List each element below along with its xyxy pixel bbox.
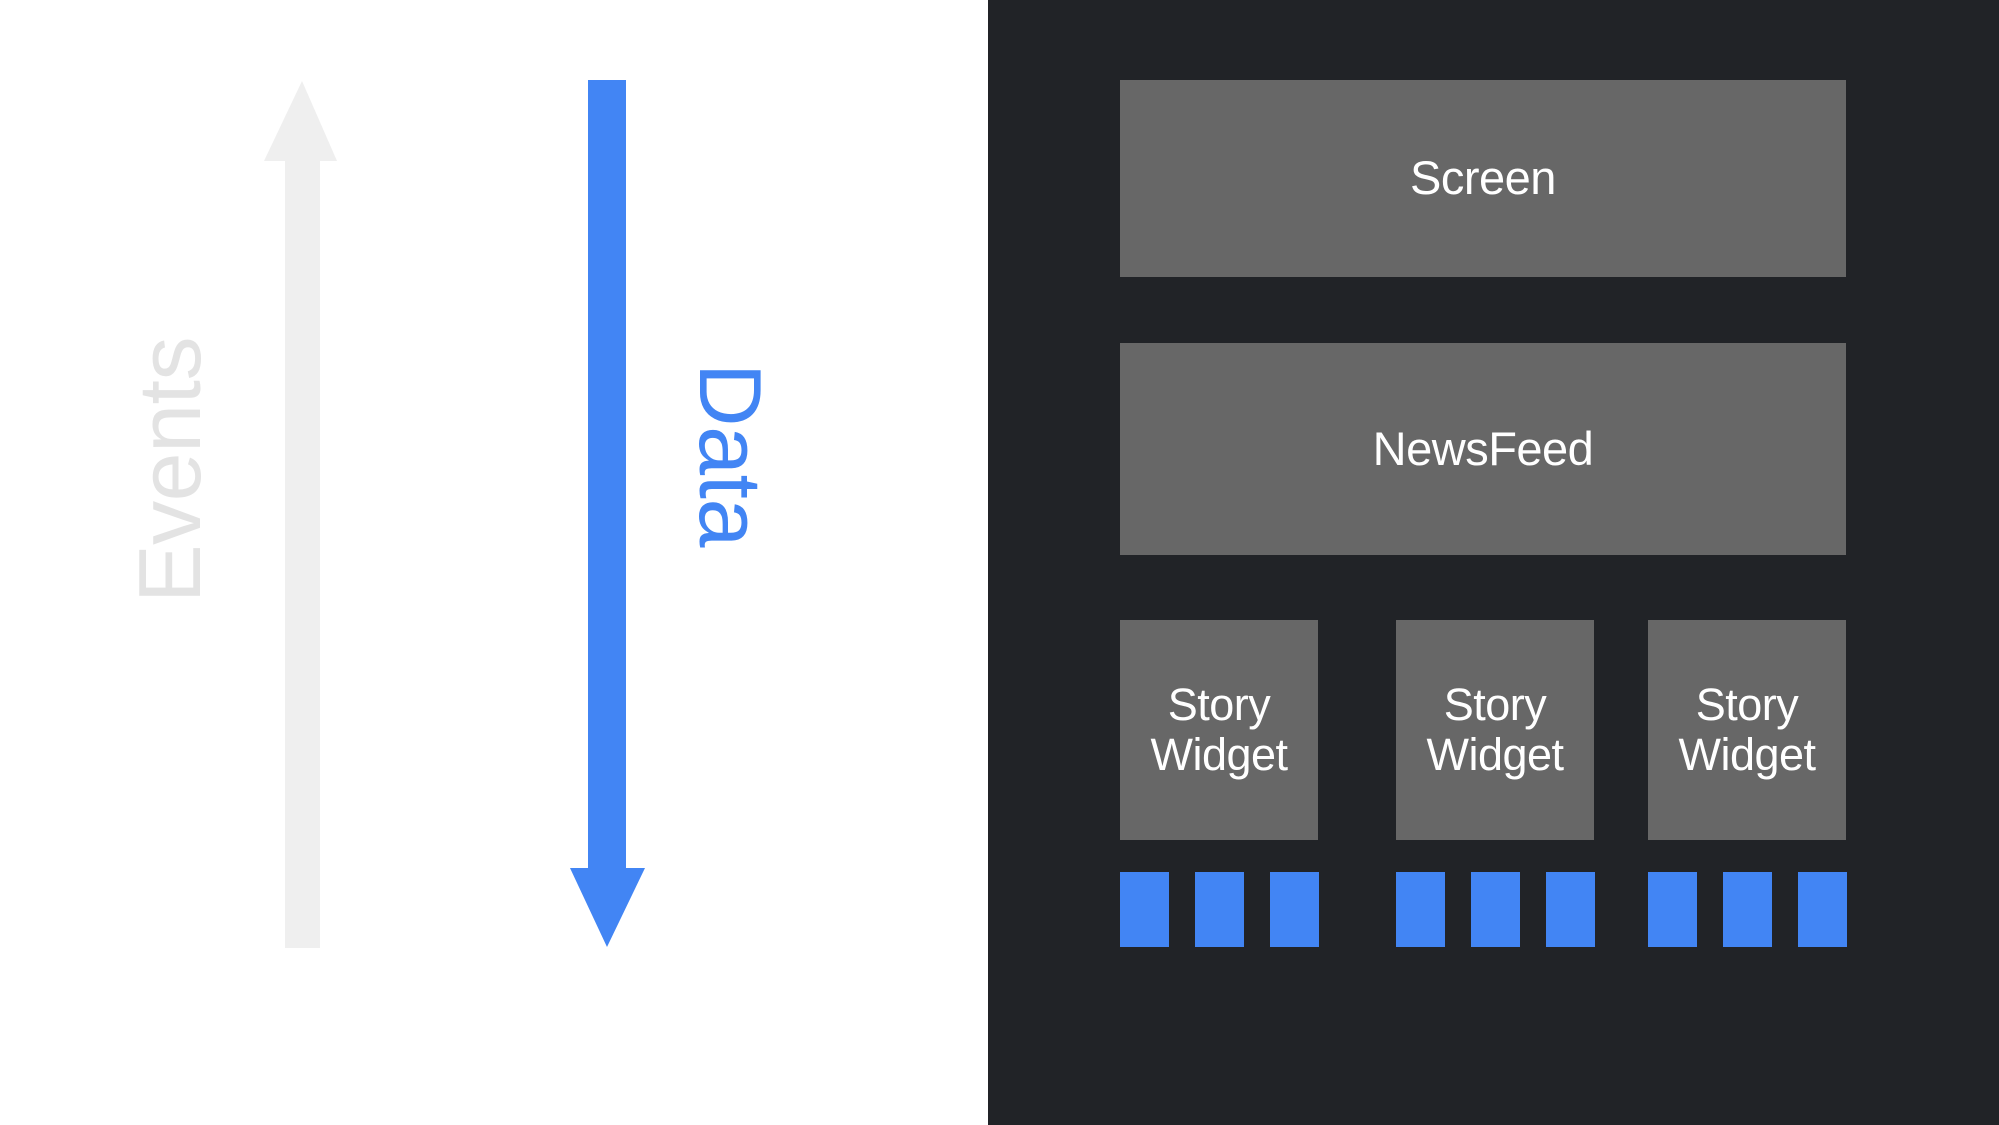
story-widget-line2: Widget	[1150, 729, 1288, 780]
story-widget-line2: Widget	[1426, 729, 1564, 780]
events-flow-label: Events	[120, 336, 219, 604]
leaf-node[interactable]	[1270, 872, 1319, 947]
leaf-node[interactable]	[1798, 872, 1847, 947]
leaf-node-group-1	[1120, 872, 1319, 947]
story-widget-line2: Widget	[1678, 729, 1816, 780]
leaf-node[interactable]	[1471, 872, 1520, 947]
data-flow-label: Data	[681, 363, 780, 547]
leaf-node[interactable]	[1546, 872, 1595, 947]
leaf-node[interactable]	[1396, 872, 1445, 947]
leaf-node-group-3	[1648, 872, 1847, 947]
leaf-node-group-2	[1396, 872, 1595, 947]
events-arrow	[264, 81, 337, 948]
component-box-newsfeed[interactable]: NewsFeed	[1120, 343, 1846, 555]
story-widget-line1: Story	[1167, 678, 1271, 730]
component-box-screen[interactable]: Screen	[1120, 80, 1846, 277]
leaf-node[interactable]	[1723, 872, 1772, 947]
story-widget-line1: Story	[1695, 678, 1799, 730]
leaf-node[interactable]	[1195, 872, 1244, 947]
flow-legend-panel: Events Data	[0, 0, 988, 1125]
story-widget-line1: Story	[1443, 678, 1547, 730]
data-arrow	[570, 80, 645, 947]
leaf-node[interactable]	[1120, 872, 1169, 947]
leaf-node[interactable]	[1648, 872, 1697, 947]
